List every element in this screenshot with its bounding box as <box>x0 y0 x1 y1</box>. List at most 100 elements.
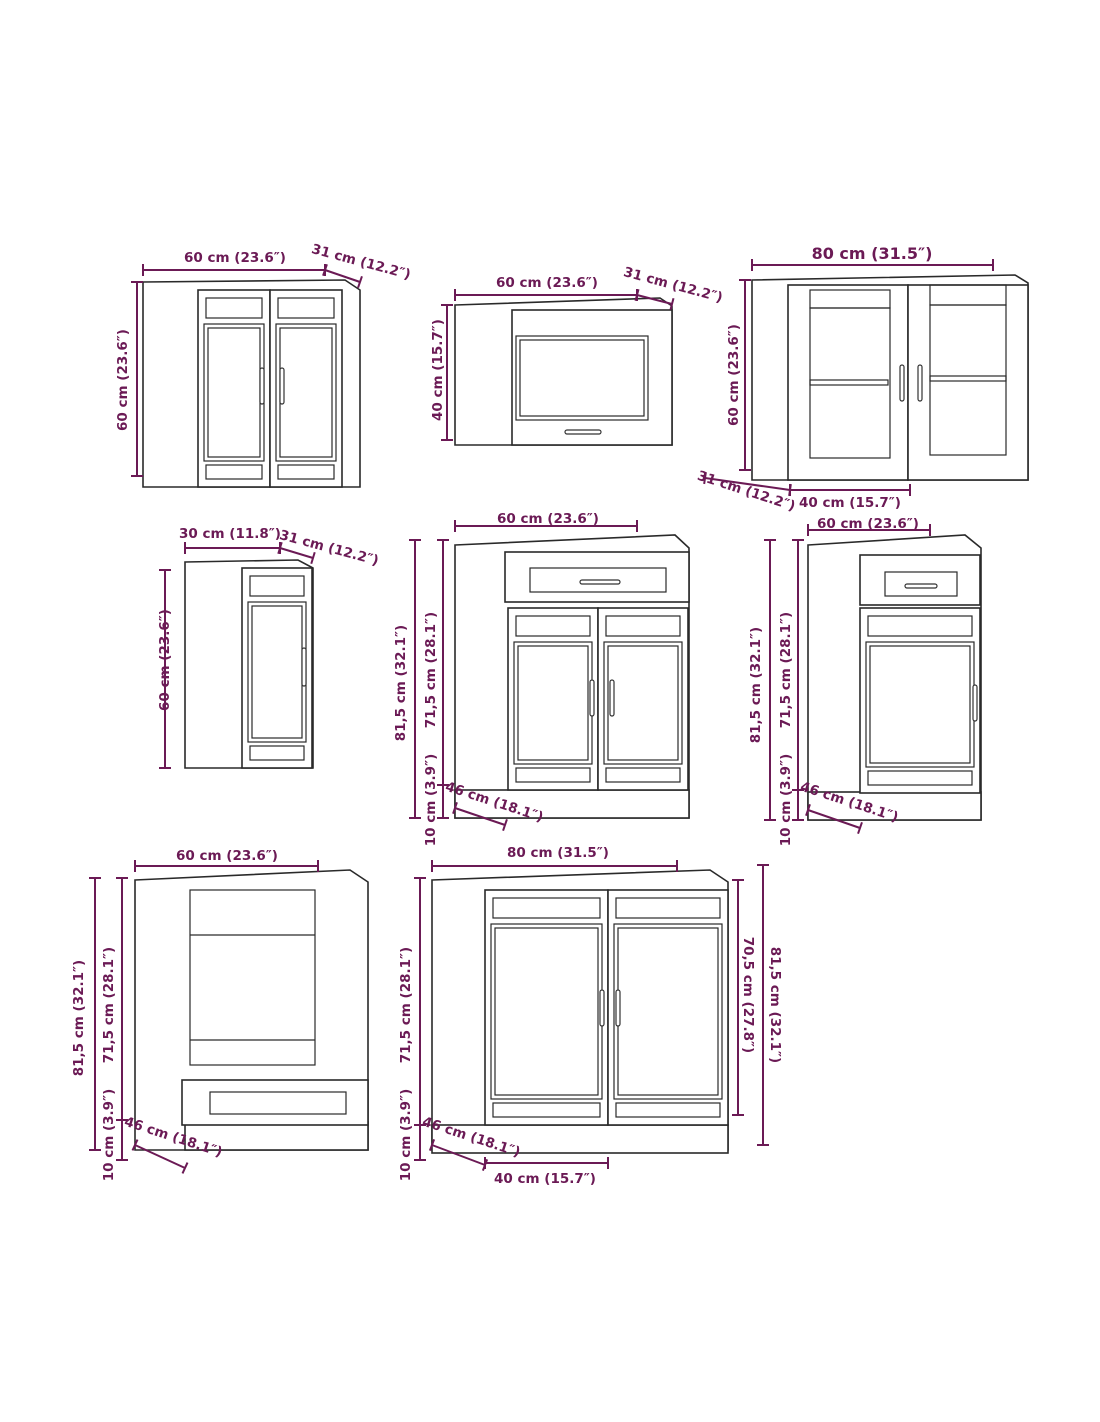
dimension-line <box>134 1144 186 1169</box>
base-single-width-label: 60 cm (23.6″) <box>817 516 919 532</box>
dimension-tick <box>310 551 316 565</box>
drawer-panel <box>529 567 667 593</box>
handle-icon <box>615 989 621 1027</box>
base-sink-door-width-label: 40 cm (15.7″) <box>494 1171 596 1187</box>
handle-icon <box>972 684 978 722</box>
base-double-width-label: 60 cm (23.6″) <box>497 511 599 527</box>
dimension-tick <box>357 275 363 289</box>
glass-shelf <box>929 375 1007 382</box>
wall-double-height-label: 60 cm (23.6″) <box>115 329 131 431</box>
dimension-tick <box>452 801 458 815</box>
handle-icon <box>279 367 285 405</box>
dimension-tick <box>322 263 328 277</box>
door-panel-inner <box>607 645 679 761</box>
cabinet-door <box>507 607 599 791</box>
plinth <box>454 789 690 819</box>
base-oven-body-height-label: 71,5 cm (28.1″) <box>101 947 117 1063</box>
handle-icon <box>904 583 938 589</box>
door-bottom-rail <box>492 1102 601 1118</box>
handle-icon <box>301 647 307 687</box>
base-double-total-height-label: 81,5 cm (32.1″) <box>393 625 409 741</box>
door-panel <box>275 323 337 462</box>
cabinet-door <box>197 289 271 488</box>
door-top-rail <box>515 615 591 637</box>
cabinet-door <box>607 889 729 1126</box>
base-sink-body-height-label: 71,5 cm (28.1″) <box>398 947 414 1063</box>
cabinet-door <box>859 607 981 794</box>
glass-shelf <box>809 379 889 386</box>
door-bottom-rail <box>515 767 591 783</box>
base-double-plinth-label: 10 cm (3.9″) <box>423 754 439 847</box>
door-top-rail <box>615 897 721 919</box>
handle-icon <box>917 364 923 402</box>
dimension-line <box>807 809 861 829</box>
wall-single-width-label: 30 cm (11.8″) <box>179 526 281 542</box>
oven-opening <box>189 889 316 1066</box>
dimension-tick <box>805 804 811 816</box>
door-bottom-rail <box>277 464 335 480</box>
wall-flap-height-label: 40 cm (15.7″) <box>430 319 446 421</box>
cabinet-drawings <box>134 274 1029 1154</box>
door-bottom-rail <box>205 464 263 480</box>
door-top-rail <box>492 897 601 919</box>
handle-icon <box>599 989 605 1027</box>
door-bottom-rail <box>249 745 305 761</box>
plinth <box>431 1124 729 1154</box>
base-sink-inner-height-label: 70,5 cm (27.8″) <box>740 937 756 1053</box>
base-double-body-height-label: 71,5 cm (28.1″) <box>423 612 439 728</box>
flap-door <box>511 309 673 446</box>
dimension-tick <box>502 818 508 832</box>
handle-icon <box>564 429 602 435</box>
wall-glass-width-label: 80 cm (31.5″) <box>812 244 933 263</box>
base-sink-total-height-label: 81,5 cm (32.1″) <box>767 947 783 1063</box>
cabinet-door <box>484 889 609 1126</box>
door-panel-inner <box>869 645 971 764</box>
cabinet-door <box>241 567 313 769</box>
dimension-tick <box>181 1162 189 1174</box>
base-oven-width-label: 60 cm (23.6″) <box>176 848 278 864</box>
dimension-line <box>324 269 361 283</box>
door-bottom-rail <box>615 1102 721 1118</box>
dimension-tick <box>277 541 283 555</box>
wall-double-width-label: 60 cm (23.6″) <box>184 250 286 266</box>
door-bottom-rail <box>605 767 681 783</box>
base-single-plinth-label: 10 cm (3.9″) <box>778 754 794 847</box>
door-bottom-rail <box>867 770 973 786</box>
handle-icon <box>579 579 621 585</box>
drawer-front <box>859 554 981 606</box>
dimension-tick <box>634 288 640 302</box>
door-top-rail <box>249 575 305 597</box>
base-sink-plinth-label: 10 cm (3.9″) <box>398 1089 414 1182</box>
plinth <box>184 1121 369 1151</box>
handle-icon <box>589 679 595 717</box>
base-single-body-height-label: 71,5 cm (28.1″) <box>778 612 794 728</box>
door-top-rail <box>277 297 335 319</box>
handle-icon <box>259 367 265 405</box>
door-panel <box>603 641 683 765</box>
flap-panel-inner <box>519 339 645 417</box>
dimension-line <box>454 807 506 826</box>
door-top-rail <box>205 297 263 319</box>
flap-panel <box>515 335 649 421</box>
wall-glass-height-label: 60 cm (23.6″) <box>726 324 742 426</box>
dimension-line <box>431 1144 486 1166</box>
wall-glass-door-width-label: 40 cm (15.7″) <box>799 495 901 511</box>
base-oven-plinth-label: 10 cm (3.9″) <box>101 1089 117 1182</box>
dimension-tick <box>428 1139 436 1151</box>
dimension-line <box>704 477 791 491</box>
wall-single-height-label: 60 cm (23.6″) <box>157 609 173 711</box>
dimension-tick <box>703 471 707 485</box>
wall-flap-width-label: 60 cm (23.6″) <box>496 275 598 291</box>
dimension-tick <box>857 822 863 834</box>
drawer-front <box>504 551 690 603</box>
door-panel-inner <box>494 927 599 1096</box>
handle-icon <box>609 679 615 717</box>
door-top-rail <box>867 615 973 637</box>
base-sink-width-label: 80 cm (31.5″) <box>507 845 609 861</box>
dimension-tick <box>669 297 675 311</box>
drawer-panel <box>884 571 958 597</box>
door-panel-inner <box>517 645 589 761</box>
drawer-front <box>181 1079 369 1126</box>
dimension-line <box>636 294 673 305</box>
